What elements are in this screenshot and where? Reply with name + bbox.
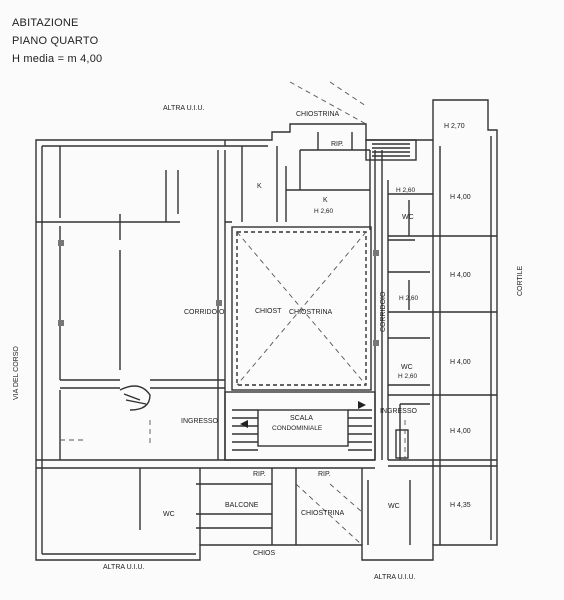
title-abitazione: ABITAZIONE xyxy=(12,17,79,29)
label-chiostrina-center: CHIOSTRINA xyxy=(289,309,333,316)
label-chiost-small: CHIOST xyxy=(255,308,282,315)
label-ingresso-left: INGRESSO xyxy=(181,418,219,425)
label-wc-b: WC xyxy=(401,364,413,371)
column xyxy=(58,320,64,326)
label-rip-right: RIP. xyxy=(318,471,331,478)
label-altra-uiu-bottom-right: ALTRA U.I.U. xyxy=(374,574,416,581)
label-chiostrina-top: CHIOSTRINA xyxy=(296,111,340,118)
title-piano: PIANO QUARTO xyxy=(12,35,99,47)
kitchen-walls xyxy=(241,132,371,230)
label-altra-uiu-bottom-left: ALTRA U.I.U. xyxy=(103,564,145,571)
title-altezza: H media = m 4,00 xyxy=(12,53,103,65)
stair-small-right xyxy=(395,429,409,459)
column xyxy=(373,250,379,256)
label-h260-a: H 2,60 xyxy=(396,187,416,194)
label-corridoio-left: CORRIDOIO xyxy=(184,309,225,316)
label-h435: H 4,35 xyxy=(450,502,471,509)
label-k-left: K xyxy=(257,183,262,190)
label-altra-uiu-top: ALTRA U.I.U. xyxy=(163,105,205,112)
chiostrina-small-top xyxy=(365,139,417,161)
entrance-arrow-left xyxy=(240,420,248,428)
label-condominiale: CONDOMINIALE xyxy=(272,425,323,432)
column xyxy=(373,340,379,346)
label-h400-c: H 4,00 xyxy=(450,359,471,366)
label-h260-k: H 2,60 xyxy=(314,208,334,215)
label-via-del-corso: VIA DEL CORSO xyxy=(13,346,20,400)
label-h400-b: H 4,00 xyxy=(450,272,471,279)
label-wc-a: WC xyxy=(402,214,414,221)
label-cortile: CORTILE xyxy=(517,265,524,296)
chiostrina-bottom-diagonal xyxy=(295,483,363,546)
label-balcone: BALCONE xyxy=(225,502,259,509)
courtyard-diagonal-2 xyxy=(236,231,367,386)
spiral-stair xyxy=(119,385,151,411)
label-scala: SCALA xyxy=(290,415,313,422)
label-ingresso-right: INGRESSO xyxy=(380,408,418,415)
label-corridoio-right: CORRIDOIO xyxy=(380,291,387,332)
outer-wall-inner xyxy=(41,136,492,555)
courtyard-wall xyxy=(231,226,372,391)
right-walls xyxy=(374,140,497,545)
chiostrina-top-diagonal xyxy=(289,81,367,125)
outer-wall xyxy=(35,99,498,561)
door-swing xyxy=(60,420,406,460)
column xyxy=(216,300,222,306)
stair-core xyxy=(257,409,349,447)
bottom-walls xyxy=(139,459,411,545)
label-h400-a: H 4,00 xyxy=(450,194,471,201)
column xyxy=(58,240,64,246)
label-wc-bottom-right: WC xyxy=(388,503,400,510)
label-rip-left: RIP. xyxy=(253,471,266,478)
label-chiostrina-bottom: CHIOSTRINA xyxy=(301,510,345,517)
stair-small-top xyxy=(372,143,410,157)
label-k-right: K xyxy=(323,197,328,204)
label-rip-top: RIP. xyxy=(331,141,344,148)
label-chios-bottom: CHIOS xyxy=(253,550,276,557)
label-h260-b: H 2,60 xyxy=(399,295,419,302)
courtyard-outline xyxy=(236,231,367,386)
label-h270: H 2,70 xyxy=(444,123,465,130)
label-h400-d: H 4,00 xyxy=(450,428,471,435)
entrance-arrow-right xyxy=(358,401,366,409)
label-wc-bottom-left: WC xyxy=(163,511,175,518)
label-h260-c: H 2,60 xyxy=(398,373,418,380)
